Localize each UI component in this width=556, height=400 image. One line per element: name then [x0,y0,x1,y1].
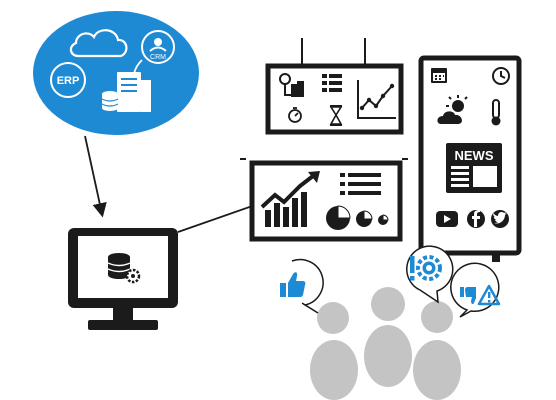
stopwatch-icon [288,107,302,123]
facebook-icon[interactable] [467,210,485,228]
feedback-bubble-alert [406,245,454,304]
systems-ellipse [33,11,199,135]
news-label: NEWS [455,148,494,163]
computer-monitor-icon [68,228,178,330]
thumbs-down-warning-icon [460,284,501,306]
hanging-kpi-display [265,38,404,135]
hourglass-icon [329,105,343,126]
youtube-icon[interactable] [436,211,458,227]
connector-computer-to-chart-board [177,203,259,233]
erp-label: ERP [57,75,80,87]
line-chart-icon [357,80,396,119]
news-icon: NEWS [446,143,502,193]
list-icon-chart-board [340,173,381,195]
clock-icon [492,67,510,85]
twitter-icon[interactable] [491,210,509,228]
cloud-icon [69,29,128,58]
signage-totem: NEWS [418,55,522,262]
calendar-icon [431,68,447,83]
weather-icon [437,95,468,124]
flow-arrow-cloud-to-computer [84,135,107,218]
feedback-bubble-thumbs-up [280,258,324,314]
thermometer-icon [491,99,501,126]
database-icon [101,91,119,111]
feedback-bubble-negative [450,262,501,318]
database-gear-icon [107,253,141,284]
server-icon [117,72,151,112]
gauge-icon [279,73,304,97]
trend-arrow-icon [260,171,320,227]
person-right [413,301,461,400]
crm-label: CRM [150,54,166,61]
people-icon [310,287,461,400]
person-center [364,287,412,387]
thumbs-up-icon [280,272,306,297]
hanging-chart-display [240,158,408,242]
enterprise-systems-cloud: CRM ERP [33,11,199,135]
alert-gear-icon [410,255,442,281]
list-icon [322,74,342,92]
pie-chart-icon [326,205,389,230]
erp-icon: ERP [50,62,86,98]
person-left [310,302,358,400]
